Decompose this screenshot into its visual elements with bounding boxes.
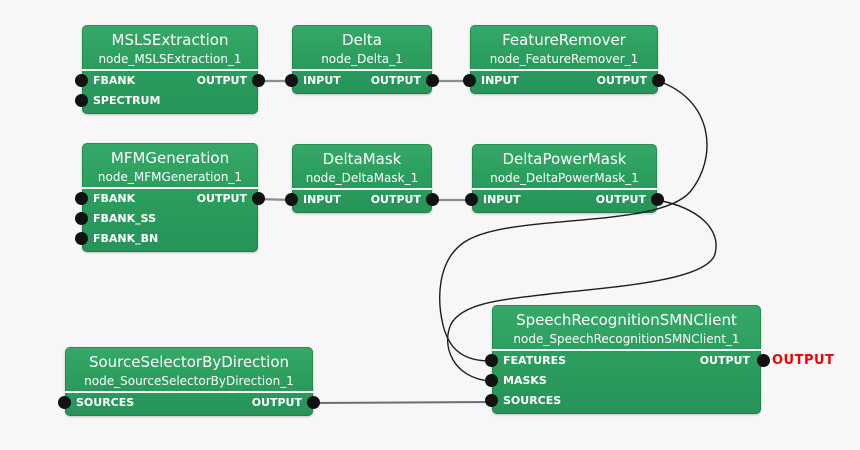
node-subtitle: node_MFMGeneration_1 [97, 170, 243, 184]
node-title: FeatureRemover [502, 31, 626, 49]
port-row: INPUT OUTPUT [465, 190, 664, 210]
node-subtitle: node_SpeechRecognitionSMNClient_1 [513, 332, 740, 346]
input-port-dot[interactable] [463, 74, 476, 87]
port-label-input: SOURCES [503, 394, 562, 407]
node-separator [292, 69, 432, 71]
port-row: INPUT OUTPUT [463, 71, 665, 91]
port-label-output: OUTPUT [370, 193, 421, 206]
node-sourceselectorbydirection-1[interactable]: SourceSelectorByDirection node_SourceSel… [58, 347, 320, 416]
node-title: Delta [341, 31, 383, 49]
input-port-dot[interactable] [75, 74, 88, 87]
port-label-input: INPUT [303, 193, 341, 206]
node-title: MFMGeneration [110, 149, 230, 167]
node-separator [65, 391, 313, 393]
port-row: MASKS [485, 371, 761, 391]
port-label-output: OUTPUT [596, 74, 647, 87]
port-row: FBANK OUTPUT [75, 189, 265, 209]
output-port-dot[interactable] [652, 74, 665, 87]
port-row: SPECTRUM [75, 91, 258, 111]
output-port-dot[interactable] [307, 396, 320, 409]
output-port-dot[interactable] [252, 192, 265, 205]
node-mfmgeneration-1[interactable]: MFMGeneration node_MFMGeneration_1 FBANK… [75, 143, 265, 252]
port-label-input: INPUT [303, 74, 341, 87]
node-subtitle: node_Delta_1 [321, 52, 403, 66]
port-label-input: FBANK_BN [93, 232, 159, 245]
port-row: SOURCES [485, 391, 761, 411]
node-separator [292, 188, 432, 190]
input-port-dot[interactable] [58, 396, 71, 409]
output-port-dot[interactable] [651, 193, 664, 206]
node-subtitle: node_FeatureRemover_1 [489, 52, 639, 66]
port-label-input: FBANK [93, 74, 136, 87]
port-label-input: MASKS [503, 374, 547, 387]
node-featureremover-1[interactable]: FeatureRemover node_FeatureRemover_1 INP… [463, 25, 665, 94]
node-subtitle: node_DeltaPowerMask_1 [490, 171, 639, 185]
input-port-dot[interactable] [75, 192, 88, 205]
node-title: SourceSelectorByDirection [88, 353, 290, 371]
port-row: SOURCES OUTPUT [58, 393, 320, 413]
port-label-output: OUTPUT [699, 354, 750, 367]
port-label-input: INPUT [483, 193, 521, 206]
node-speechrecognitionsmnclient-1[interactable]: SpeechRecognitionSMNClient node_SpeechRe… [485, 305, 770, 414]
node-subtitle: node_MSLSExtraction_1 [98, 52, 242, 66]
node-separator [82, 69, 258, 71]
input-port-dot[interactable] [285, 74, 298, 87]
input-port-dot[interactable] [485, 374, 498, 387]
node-title: SpeechRecognitionSMNClient [516, 311, 737, 329]
wire-sourceselector-to-sources[interactable] [312, 401, 493, 404]
port-label-input: FBANK [93, 192, 136, 205]
port-label-output: OUTPUT [370, 74, 421, 87]
port-row: FBANK_SS [75, 209, 258, 229]
node-subtitle: node_DeltaMask_1 [305, 171, 419, 185]
input-port-dot[interactable] [75, 94, 88, 107]
port-row: INPUT OUTPUT [285, 71, 439, 91]
node-deltamask-1[interactable]: DeltaMask node_DeltaMask_1 INPUT OUTPUT [285, 144, 439, 213]
node-title: MSLSExtraction [111, 31, 229, 49]
port-row: FEATURES OUTPUT [485, 351, 770, 371]
port-label-input: SPECTRUM [93, 94, 161, 107]
port-label-output: OUTPUT [251, 396, 302, 409]
output-port-dot[interactable] [426, 74, 439, 87]
output-port-dot[interactable] [252, 74, 265, 87]
node-separator [470, 69, 658, 71]
node-separator [82, 187, 258, 189]
port-label-output: OUTPUT [196, 192, 247, 205]
port-label-input: FEATURES [503, 354, 567, 367]
port-label-output: OUTPUT [595, 193, 646, 206]
node-title: DeltaMask [322, 150, 402, 168]
input-port-dot[interactable] [285, 193, 298, 206]
output-port-dot[interactable] [426, 193, 439, 206]
port-row: FBANK_BN [75, 229, 258, 249]
external-output-terminal[interactable]: OUTPUT [772, 353, 835, 368]
output-port-dot[interactable] [757, 354, 770, 367]
node-subtitle: node_SourceSelectorByDirection_1 [84, 374, 294, 388]
node-mslsextraction-1[interactable]: MSLSExtraction node_MSLSExtraction_1 FBA… [75, 25, 265, 114]
input-port-dot[interactable] [75, 232, 88, 245]
input-port-dot[interactable] [465, 193, 478, 206]
node-title: DeltaPowerMask [502, 150, 627, 168]
port-label-input: SOURCES [76, 396, 135, 409]
input-port-dot[interactable] [485, 394, 498, 407]
node-deltapowermask-1[interactable]: DeltaPowerMask node_DeltaPowerMask_1 INP… [465, 144, 664, 213]
port-label-input: FBANK_SS [93, 212, 156, 225]
port-label-input: INPUT [481, 74, 519, 87]
node-delta-1[interactable]: Delta node_Delta_1 INPUT OUTPUT [285, 25, 439, 94]
port-label-output: OUTPUT [196, 74, 247, 87]
port-row: FBANK OUTPUT [75, 71, 265, 91]
input-port-dot[interactable] [75, 212, 88, 225]
port-row: INPUT OUTPUT [285, 190, 439, 210]
input-port-dot[interactable] [485, 354, 498, 367]
